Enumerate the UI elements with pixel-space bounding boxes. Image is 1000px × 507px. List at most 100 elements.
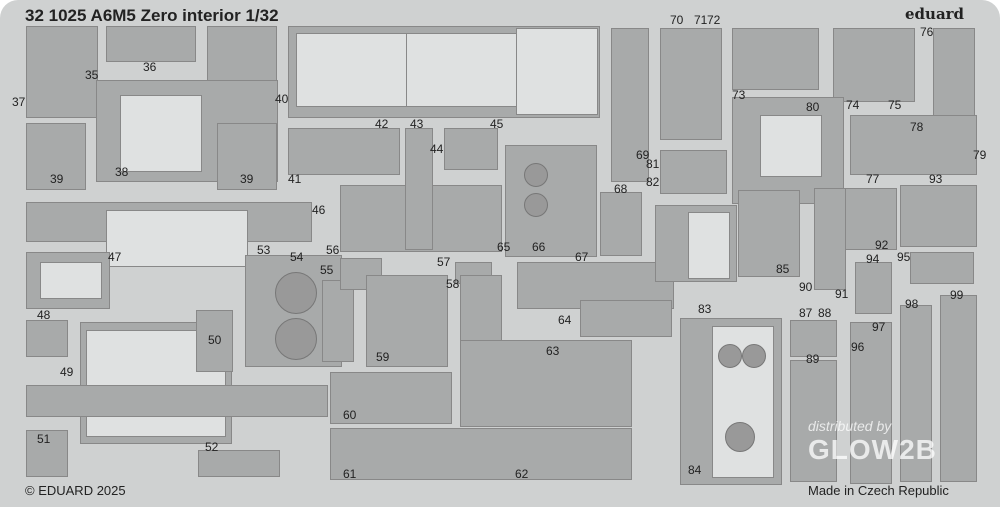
part-number-62: 62 xyxy=(515,467,529,481)
etched-part xyxy=(850,115,977,175)
part-number-68: 68 xyxy=(614,182,628,196)
etched-part xyxy=(505,145,597,257)
etched-part xyxy=(26,430,68,477)
part-number-70: 70 xyxy=(670,13,684,27)
part-number-95: 95 xyxy=(897,250,911,264)
part-number-40: 40 xyxy=(275,92,289,106)
etched-hole xyxy=(524,193,548,217)
part-number-53: 53 xyxy=(257,243,271,257)
etched-part xyxy=(900,305,932,482)
part-number-71: 71 xyxy=(694,13,708,27)
part-number-80: 80 xyxy=(806,100,820,114)
etched-part xyxy=(196,310,233,372)
watermark-logo: GLOW2B xyxy=(808,434,937,465)
etched-part xyxy=(330,372,452,424)
etched-hole xyxy=(275,272,317,314)
part-number-39: 39 xyxy=(240,172,254,186)
part-number-73: 73 xyxy=(732,88,746,102)
brand-logo: eduard xyxy=(905,5,965,23)
part-number-42: 42 xyxy=(375,117,389,131)
etched-hole xyxy=(524,163,548,187)
etched-part xyxy=(732,28,819,90)
etched-part xyxy=(516,28,598,115)
part-number-94: 94 xyxy=(866,252,880,266)
part-number-91: 91 xyxy=(835,287,849,301)
part-number-35: 35 xyxy=(85,68,99,82)
etched-part xyxy=(738,190,800,277)
part-number-82: 82 xyxy=(646,175,660,189)
part-number-75: 75 xyxy=(888,98,902,112)
etched-part xyxy=(217,123,277,190)
part-number-77: 77 xyxy=(866,172,880,186)
part-number-49: 49 xyxy=(60,365,74,379)
etched-part xyxy=(855,262,892,314)
etched-part xyxy=(198,450,280,477)
part-number-67: 67 xyxy=(575,250,589,264)
part-number-78: 78 xyxy=(910,120,924,134)
part-number-45: 45 xyxy=(490,117,504,131)
etched-part xyxy=(790,320,837,357)
part-number-50: 50 xyxy=(208,333,222,347)
part-number-36: 36 xyxy=(143,60,157,74)
etched-part xyxy=(106,26,196,62)
etched-part xyxy=(26,123,86,190)
etched-part xyxy=(120,95,202,172)
part-number-74: 74 xyxy=(846,98,860,112)
etched-part xyxy=(460,340,632,427)
part-number-51: 51 xyxy=(37,432,51,446)
part-number-85: 85 xyxy=(776,262,790,276)
part-number-64: 64 xyxy=(558,313,572,327)
part-number-89: 89 xyxy=(806,352,820,366)
etched-part xyxy=(330,428,632,480)
etched-part xyxy=(660,150,727,194)
etched-hole xyxy=(718,344,742,368)
etched-part xyxy=(366,275,448,367)
etched-part xyxy=(660,28,722,140)
etched-part xyxy=(688,212,730,279)
etched-hole xyxy=(742,344,766,368)
etched-part xyxy=(833,28,915,102)
part-number-63: 63 xyxy=(546,344,560,358)
part-number-65: 65 xyxy=(497,240,511,254)
etched-part xyxy=(845,188,897,250)
part-number-59: 59 xyxy=(376,350,390,364)
part-number-41: 41 xyxy=(288,172,302,186)
etched-part xyxy=(790,360,837,482)
etched-part xyxy=(600,192,642,256)
part-number-38: 38 xyxy=(115,165,129,179)
part-number-83: 83 xyxy=(698,302,712,316)
fret-title: 32 1025 A6M5 Zero interior 1/32 xyxy=(25,6,279,25)
etched-part xyxy=(611,28,649,182)
part-number-57: 57 xyxy=(437,255,451,269)
etched-part xyxy=(814,188,846,290)
part-number-39: 39 xyxy=(50,172,64,186)
etched-part xyxy=(933,28,975,120)
copyright: © EDUARD 2025 xyxy=(25,483,126,498)
part-number-37: 37 xyxy=(12,95,26,109)
part-number-72: 72 xyxy=(707,13,721,27)
etched-part xyxy=(910,252,974,284)
etched-part xyxy=(460,275,502,347)
part-number-55: 55 xyxy=(320,263,334,277)
part-number-97: 97 xyxy=(872,320,886,334)
etched-hole xyxy=(725,422,755,452)
part-number-46: 46 xyxy=(312,203,326,217)
part-number-61: 61 xyxy=(343,467,357,481)
part-number-90: 90 xyxy=(799,280,813,294)
part-number-76: 76 xyxy=(920,25,934,39)
etched-part xyxy=(406,33,518,107)
etched-part xyxy=(26,385,328,417)
etched-part xyxy=(106,210,248,267)
origin-text: Made in Czech Republic xyxy=(808,483,949,498)
part-number-96: 96 xyxy=(851,340,865,354)
etched-part xyxy=(760,115,822,177)
etched-hole xyxy=(275,318,317,360)
watermark-line1: distributed by xyxy=(808,418,892,434)
part-number-98: 98 xyxy=(905,297,919,311)
part-number-54: 54 xyxy=(290,250,304,264)
part-number-56: 56 xyxy=(326,243,340,257)
part-number-43: 43 xyxy=(410,117,424,131)
etched-part xyxy=(444,128,498,170)
part-number-81: 81 xyxy=(646,157,660,171)
